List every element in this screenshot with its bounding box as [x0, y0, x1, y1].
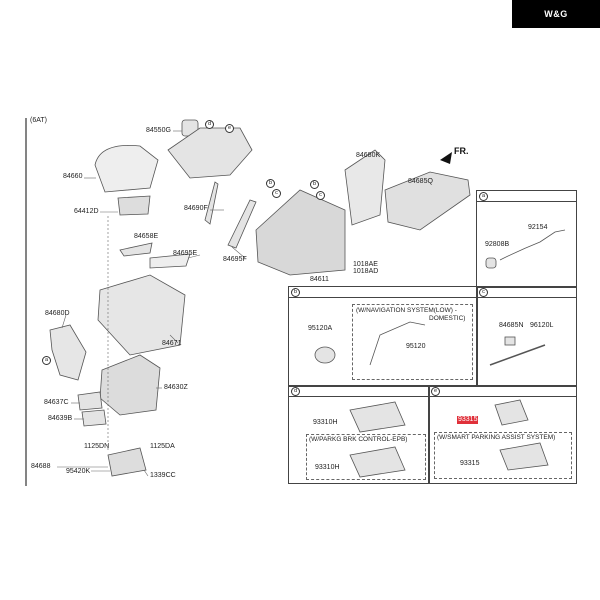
callout-b: b	[266, 179, 275, 188]
part-96120L	[489, 344, 546, 366]
part-label[interactable]: 93310H	[315, 464, 340, 471]
part-label[interactable]: 84695F	[223, 256, 247, 263]
box-letter: d	[291, 387, 300, 396]
part-93310H-2	[349, 446, 406, 478]
part-label[interactable]: 93315	[460, 460, 480, 467]
part-label[interactable]: 84695E	[173, 250, 198, 257]
part-93310H-1	[349, 401, 406, 433]
part-92808B	[485, 257, 497, 269]
part-84685N	[504, 336, 516, 346]
part-label[interactable]: 95120A	[308, 325, 333, 332]
detail-box-a: a 92154 92808B	[476, 190, 577, 288]
detail-box-c: c 84685N 96120L	[476, 286, 577, 387]
part-label[interactable]: 95120	[406, 343, 426, 350]
part-label[interactable]: 1339CC	[150, 472, 176, 479]
callout-e: e	[225, 124, 234, 133]
part-84695F	[227, 199, 257, 249]
part-84671	[97, 274, 186, 356]
part-label[interactable]: 84688	[31, 463, 51, 470]
part-84680D	[49, 324, 87, 381]
part-95120	[369, 321, 426, 366]
part-label[interactable]: 84671	[162, 340, 182, 347]
part-label[interactable]: 1018AD	[353, 268, 379, 275]
variant-note: (W/PARKG BRK CONTROL-EPB)	[309, 436, 408, 443]
part-label[interactable]: 96120L	[530, 322, 554, 329]
front-arrow-icon	[440, 152, 452, 164]
part-84639B	[81, 409, 107, 427]
part-label[interactable]: 84637C	[44, 399, 69, 406]
part-label[interactable]: 1018AE	[353, 261, 378, 268]
callout-d: d	[205, 120, 214, 129]
part-label[interactable]: 92808B	[485, 241, 510, 248]
part-84680K	[344, 149, 386, 226]
part-93315-1	[494, 399, 529, 426]
brand-logo: W&G	[512, 0, 600, 28]
callout-c: c	[272, 189, 281, 198]
part-label[interactable]: 84658E	[134, 233, 159, 240]
box-letter: c	[479, 288, 488, 297]
part-label[interactable]: 84550G	[146, 127, 171, 134]
callout-a: a	[42, 356, 51, 365]
part-84611	[255, 189, 346, 276]
part-label[interactable]: 1125DN	[84, 443, 110, 450]
part-label[interactable]: 84685N	[499, 322, 524, 329]
part-shift-housing	[167, 127, 253, 179]
part-84637C	[77, 391, 103, 411]
part-84695E	[149, 253, 191, 269]
front-direction-label: FR.	[454, 146, 469, 156]
part-84688	[107, 447, 147, 477]
part-label[interactable]: 84630Z	[164, 384, 188, 391]
highlighted-part-label[interactable]: 93315	[457, 416, 479, 424]
part-label[interactable]: 92154	[528, 224, 548, 231]
part-label[interactable]: 84611	[310, 276, 329, 283]
part-84690F	[204, 181, 219, 225]
detail-box-b: b (W/NAVIGATION SYSTEM(LOW) - DOMESTIC) …	[288, 286, 478, 387]
detail-box-d: d 93310H (W/PARKG BRK CONTROL-EPB) 93310…	[288, 385, 430, 484]
part-95120A	[314, 346, 336, 364]
part-64412D	[117, 195, 151, 216]
box-letter: b	[291, 288, 300, 297]
variant-note: DOMESTIC)	[429, 315, 466, 322]
part-label[interactable]: 84680K	[356, 152, 381, 159]
part-label[interactable]: 64412D	[74, 208, 99, 215]
box-letter: e	[431, 387, 440, 396]
box-letter: a	[479, 192, 488, 201]
variant-note: (W/SMART PARKING ASSIST SYSTEM)	[437, 434, 556, 441]
callout-b-2: b	[310, 180, 319, 189]
part-label[interactable]: 84680D	[45, 310, 70, 317]
variant-label: (6AT)	[30, 117, 47, 124]
part-label[interactable]: 84685Q	[408, 178, 433, 185]
part-label[interactable]: 95420K	[66, 468, 91, 475]
part-label[interactable]: 84639B	[48, 415, 73, 422]
part-label[interactable]: 93310H	[313, 419, 338, 426]
part-label[interactable]: 84690F	[184, 205, 208, 212]
part-84630Z	[99, 354, 161, 416]
detail-box-e: e 93315 (W/SMART PARKING ASSIST SYSTEM) …	[428, 385, 577, 484]
part-label[interactable]: 84660	[63, 173, 83, 180]
part-84685Q	[384, 171, 471, 231]
variant-note: (W/NAVIGATION SYSTEM(LOW) -	[356, 307, 457, 314]
part-84660	[94, 145, 159, 193]
part-label[interactable]: 1125DA	[150, 443, 175, 450]
part-93315-2	[499, 442, 549, 471]
callout-c-2: c	[316, 191, 325, 200]
part-84658E	[119, 242, 153, 257]
